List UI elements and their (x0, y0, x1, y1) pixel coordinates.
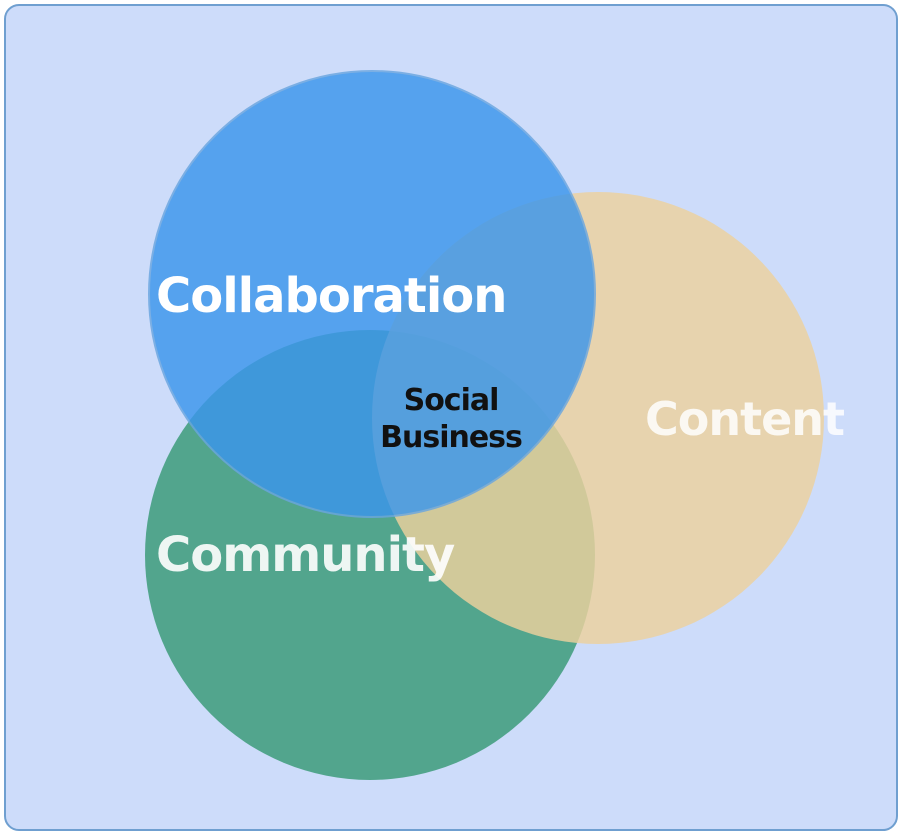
label-community: Community (156, 527, 455, 583)
label-social-business-line-2: Business (380, 420, 522, 455)
label-content: Content (645, 392, 844, 446)
circle-collaboration (148, 70, 596, 518)
label-collaboration: Collaboration (156, 268, 506, 324)
label-social-business-line-1: Social (404, 383, 499, 418)
